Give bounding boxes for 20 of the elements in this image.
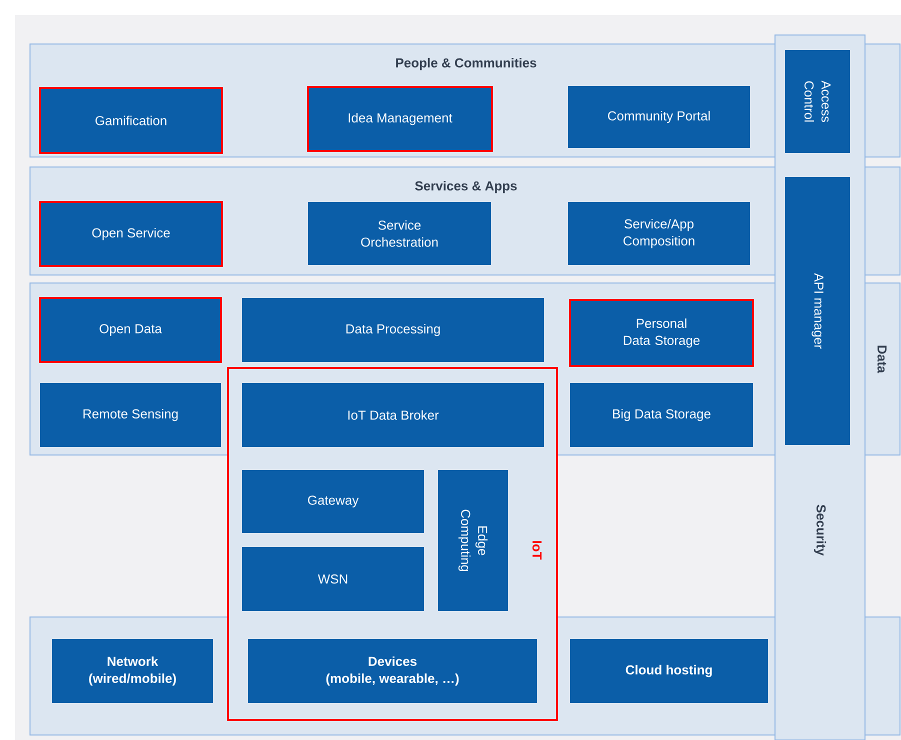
component-box: Community Portal bbox=[568, 86, 750, 148]
component-box: Open Service bbox=[39, 201, 223, 267]
component-box: Edge Computing bbox=[438, 470, 508, 611]
component-box: Open Data bbox=[39, 297, 222, 363]
component-box: Service/App Composition bbox=[568, 202, 750, 265]
component-box: Network (wired/mobile) bbox=[52, 639, 213, 703]
component-box: WSN bbox=[242, 547, 424, 611]
component-box: Gateway bbox=[242, 470, 424, 533]
component-box: Big Data Storage bbox=[570, 383, 753, 447]
component-box: Access Control bbox=[785, 50, 850, 153]
component-box: IoT Data Broker bbox=[242, 383, 544, 447]
component-box: Idea Management bbox=[307, 86, 493, 152]
component-box: Data Processing bbox=[242, 298, 544, 362]
component-box: API manager bbox=[785, 177, 850, 445]
component-box: Gamification bbox=[39, 87, 223, 154]
component-box: Personal Data Storage bbox=[569, 299, 754, 367]
component-box: Service Orchestration bbox=[308, 202, 491, 265]
component-box: Cloud hosting bbox=[570, 639, 768, 703]
component-box: Devices (mobile, wearable, …) bbox=[248, 639, 537, 703]
component-box: Remote Sensing bbox=[40, 383, 221, 447]
